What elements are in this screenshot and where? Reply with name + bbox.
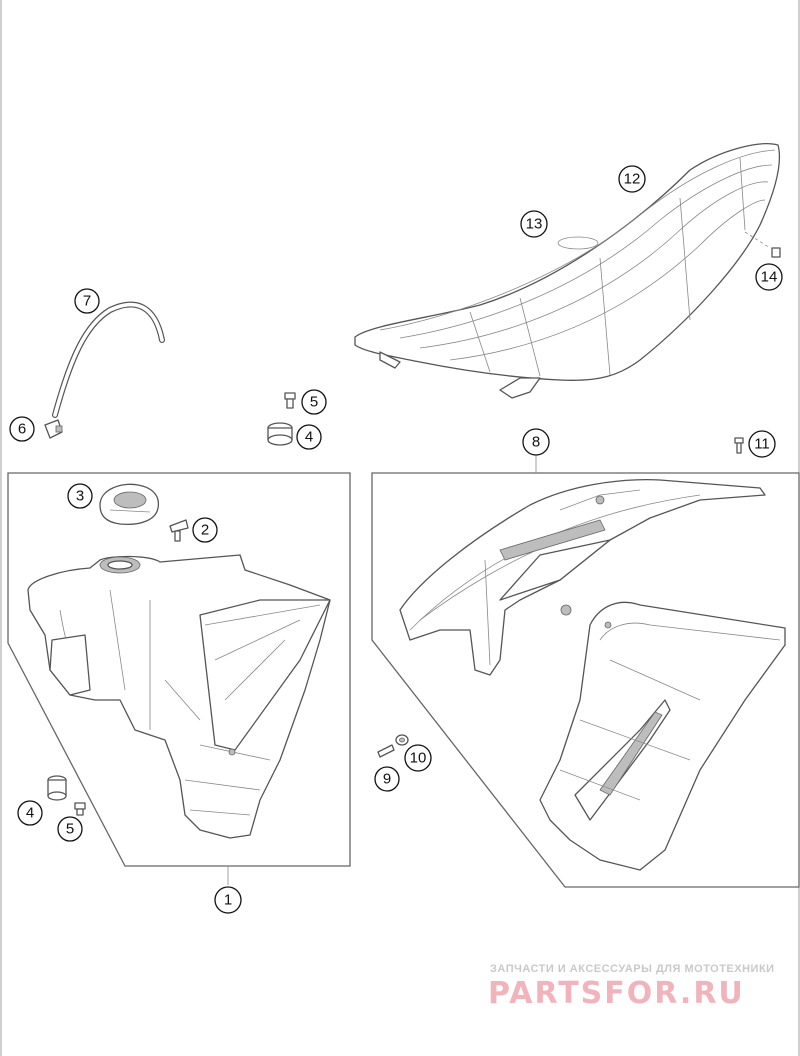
callout-13-label: 13 <box>526 216 543 233</box>
callout-8-label: 8 <box>532 434 540 451</box>
callout-5-bottom-label: 5 <box>66 821 74 838</box>
bolt-part-5-bottom <box>74 802 86 816</box>
callout-5-bottom: 5 <box>57 816 83 842</box>
screw-part-9 <box>377 744 395 758</box>
callout-9: 9 <box>374 766 400 792</box>
callout-2-label: 2 <box>201 522 209 539</box>
callout-3-label: 3 <box>76 488 84 505</box>
callout-9-label: 9 <box>383 771 391 788</box>
spoiler-group-frame <box>371 472 800 888</box>
callout-10-label: 10 <box>410 750 427 767</box>
callout-10: 10 <box>404 744 432 772</box>
bushing-part-4-bottom <box>47 775 67 801</box>
callout-6-label: 6 <box>18 421 26 438</box>
callout-7: 7 <box>74 288 100 314</box>
watermark-tagline: ЗАПЧАСТИ И АКСЕССУАРЫ ДЛЯ МОТОТЕХНИКИ <box>490 963 775 975</box>
callout-1-label: 1 <box>224 892 232 909</box>
screw-part-11 <box>734 437 744 454</box>
seat-label-patch <box>557 236 599 250</box>
callout-6: 6 <box>9 416 35 442</box>
callout-11: 11 <box>748 430 776 458</box>
callout-4-top-label: 4 <box>305 429 313 446</box>
screw-part-2 <box>169 519 189 542</box>
callout-5-top: 5 <box>301 389 327 415</box>
callout-13: 13 <box>520 210 548 238</box>
callout-14: 14 <box>755 263 783 291</box>
fuel-tank-part <box>27 554 331 839</box>
lower-spoiler-part <box>539 601 786 871</box>
callout-1: 1 <box>214 886 242 914</box>
callout-2: 2 <box>192 517 218 543</box>
tank-group-frame <box>7 472 351 867</box>
seat-part <box>354 143 781 399</box>
breather-hose-part <box>52 301 165 418</box>
bushing-part-4-top <box>267 422 293 446</box>
callout-12: 12 <box>618 165 646 193</box>
callout-4-bottom-label: 4 <box>26 805 34 822</box>
callout-12-label: 12 <box>624 171 641 188</box>
callout-5-top-label: 5 <box>310 394 318 411</box>
washer-part-10 <box>395 734 409 746</box>
callout-4-bottom: 4 <box>17 800 43 826</box>
callout-11-label: 11 <box>754 436 770 453</box>
screw-part-14 <box>771 247 781 258</box>
upper-spoiler-part <box>399 479 766 676</box>
fuel-cap-part <box>99 483 160 526</box>
callout-4-top: 4 <box>296 424 322 450</box>
bolt-part-5-top <box>284 392 296 409</box>
callout-14-label: 14 <box>761 269 778 286</box>
callout-3: 3 <box>67 483 93 509</box>
callout-7-label: 7 <box>83 293 91 310</box>
watermark-logo: PARTSFOR.RU <box>488 976 745 1011</box>
valve-part-6 <box>44 419 63 439</box>
callout-8: 8 <box>522 428 550 456</box>
